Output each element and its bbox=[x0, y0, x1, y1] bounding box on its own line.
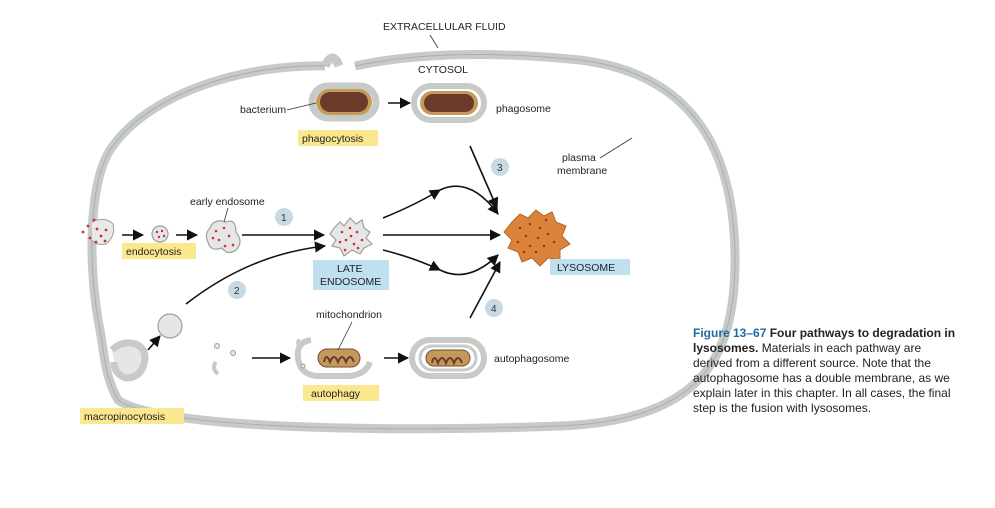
endocytosis-cargo bbox=[81, 218, 115, 245]
plasma-membrane-label-1: plasma bbox=[562, 152, 596, 164]
phagosome bbox=[411, 83, 487, 123]
figure-title: Four pathways to degradation in lysosome… bbox=[693, 326, 956, 355]
autophagy-highlight bbox=[303, 385, 379, 401]
figure-caption: Figure 13–67 Four pathways to degradatio… bbox=[693, 326, 963, 416]
lysosome-label: LYSOSOME bbox=[557, 262, 615, 274]
figure-caption-body: Materials in each pathway are derived fr… bbox=[693, 341, 951, 415]
macropinocytosis-label: macropinocytosis bbox=[84, 411, 165, 423]
phagocytosis-highlight bbox=[298, 130, 378, 146]
step-1-label: 1 bbox=[281, 213, 287, 224]
macropinocytosis-highlight bbox=[80, 408, 184, 424]
phagocytosis-label: phagocytosis bbox=[302, 133, 363, 145]
early-endosome bbox=[205, 220, 241, 254]
figure-number: Figure 13–67 bbox=[693, 326, 767, 340]
phagosome-label: phagosome bbox=[496, 103, 551, 115]
mitochondrion-label: mitochondrion bbox=[316, 309, 382, 321]
autophagosome bbox=[409, 337, 487, 379]
plasma-membrane-label-2: membrane bbox=[557, 165, 607, 177]
macropinocytosis-cup bbox=[109, 339, 149, 382]
lysosome bbox=[503, 209, 571, 267]
cytosol-label: CYTOSOL bbox=[418, 64, 468, 76]
autophagy-fragments bbox=[211, 343, 236, 376]
early-endosome-label: early endosome bbox=[190, 196, 265, 208]
late-endosome bbox=[329, 217, 374, 257]
forming-autophagosome bbox=[294, 337, 373, 379]
late-endosome-label-1: LATE bbox=[337, 263, 362, 275]
autophagy-label: autophagy bbox=[311, 388, 361, 400]
bacterium-engulfing bbox=[308, 82, 380, 122]
late-endosome-highlight bbox=[313, 260, 389, 290]
step-2-label: 2 bbox=[234, 286, 240, 297]
step-3-label: 3 bbox=[497, 163, 503, 174]
extracellular-fluid-label: EXTRACELLULAR FLUID bbox=[383, 21, 506, 33]
lysosome-highlight bbox=[550, 259, 630, 275]
endocytosis-label: endocytosis bbox=[126, 246, 181, 258]
autophagosome-label: autophagosome bbox=[494, 353, 569, 365]
endocytosis-highlight bbox=[122, 243, 196, 259]
endocytic-vesicle bbox=[151, 225, 169, 243]
bacterium-label: bacterium bbox=[240, 104, 286, 116]
step-4-label: 4 bbox=[491, 304, 497, 315]
late-endosome-label-2: ENDOSOME bbox=[320, 276, 381, 288]
macropinosome bbox=[157, 313, 183, 339]
